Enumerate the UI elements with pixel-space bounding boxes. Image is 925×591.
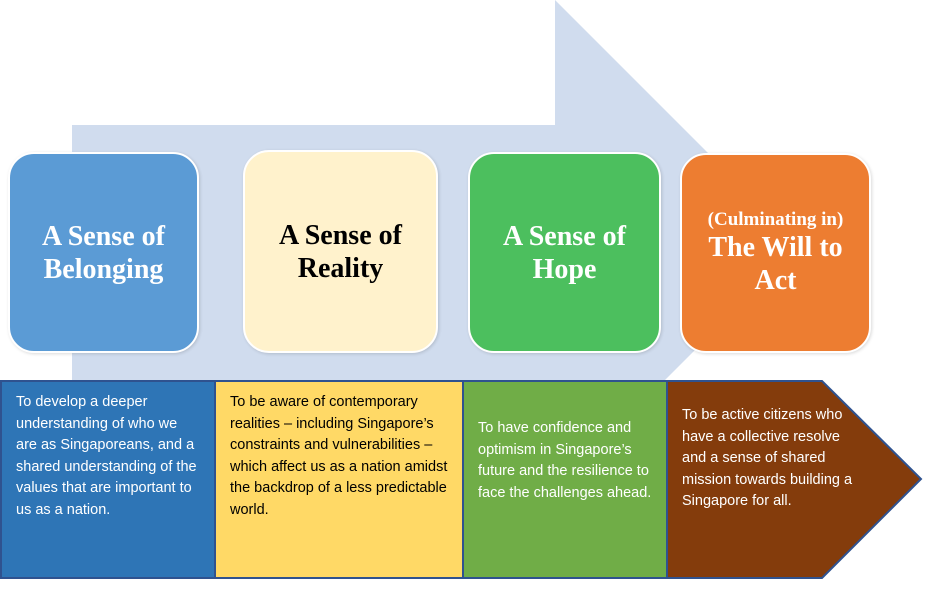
desc-box-belonging (0, 380, 216, 579)
card-hope: A Sense of Hope (468, 152, 661, 353)
desc-will: To be active citizens who have a collect… (682, 407, 853, 509)
card-subtitle: (Culminating in) (707, 209, 844, 230)
card-title: The Will to Act (708, 232, 843, 296)
desc-arrow-will (666, 380, 923, 579)
card-belonging: A Sense of Belonging (8, 152, 199, 353)
desc-box-reality (214, 380, 464, 579)
desc-belonging: To develop a deeper understanding of who… (16, 394, 197, 518)
desc-reality: To be aware of contemporary realities – … (230, 394, 448, 518)
card-title: A Sense of Hope (503, 220, 626, 285)
card-reality: A Sense of Reality (243, 150, 438, 353)
card-title: A Sense of Reality (279, 219, 402, 284)
card-will: (Culminating in) The Will to Act (680, 153, 871, 353)
card-title: A Sense of Belonging (42, 220, 165, 285)
desc-hope: To have confidence and optimism in Singa… (478, 420, 652, 501)
